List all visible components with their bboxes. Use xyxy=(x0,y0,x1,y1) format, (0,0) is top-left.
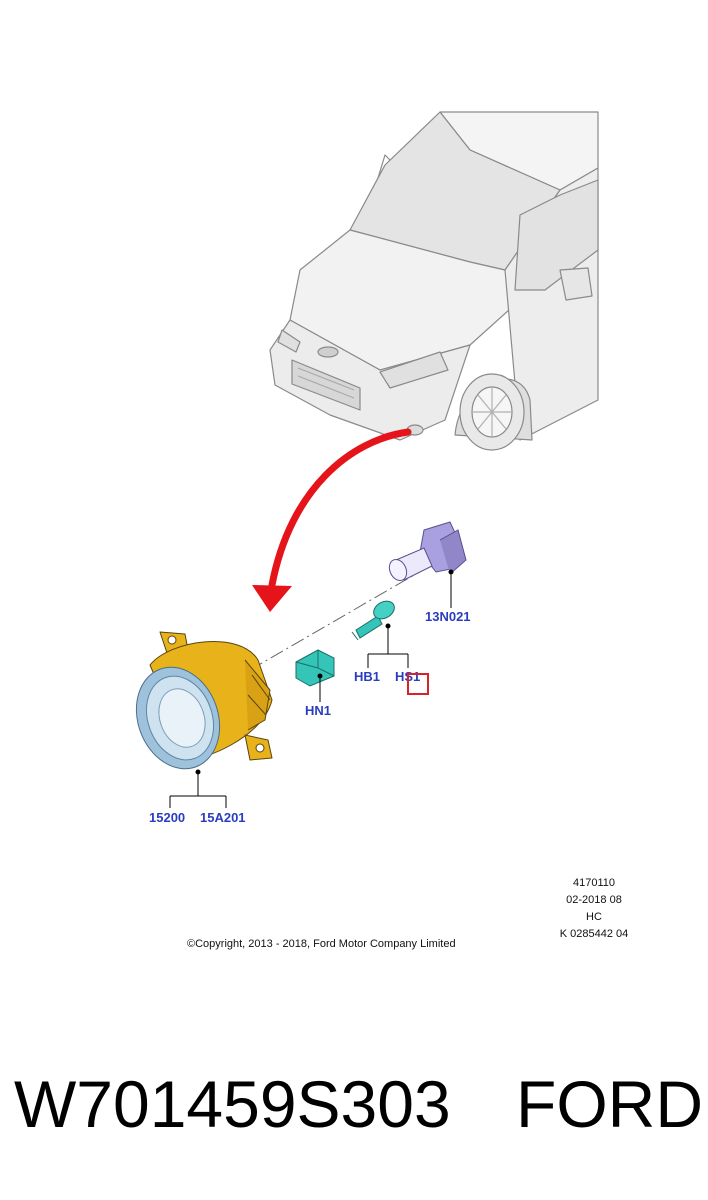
callout-hb1[interactable]: HB1 xyxy=(354,669,381,684)
highlight-box xyxy=(407,673,429,695)
part-number: W701459S303 xyxy=(14,1067,451,1141)
callout-15a201[interactable]: 15A201 xyxy=(200,810,246,825)
illustration-market: HC xyxy=(586,911,602,923)
assembly-axis-line xyxy=(249,559,441,671)
callout-13n021[interactable]: 13N021 xyxy=(425,609,471,624)
location-arrow xyxy=(252,428,412,612)
callout-hn1[interactable]: HN1 xyxy=(305,703,332,718)
illustration-code: 4170110 xyxy=(572,877,615,889)
illustration-date: 02-2018 08 xyxy=(566,894,622,906)
connector-hn1 xyxy=(295,649,335,687)
fog-lamp-housing xyxy=(135,631,273,770)
vehicle-illustration xyxy=(269,111,599,451)
copyright-notice: ©Copyright, 2013 - 2018, Ford Motor Comp… xyxy=(187,938,456,950)
bolt-hb1 xyxy=(351,600,395,641)
exploded-parts-diagram xyxy=(135,111,599,808)
illustration-ref: K 0285442 04 xyxy=(559,928,629,940)
bulb-13n021 xyxy=(388,521,467,582)
callout-15200[interactable]: 15200 xyxy=(149,810,186,825)
brand-name: FORD xyxy=(516,1067,703,1141)
callout-leaders xyxy=(169,569,454,808)
